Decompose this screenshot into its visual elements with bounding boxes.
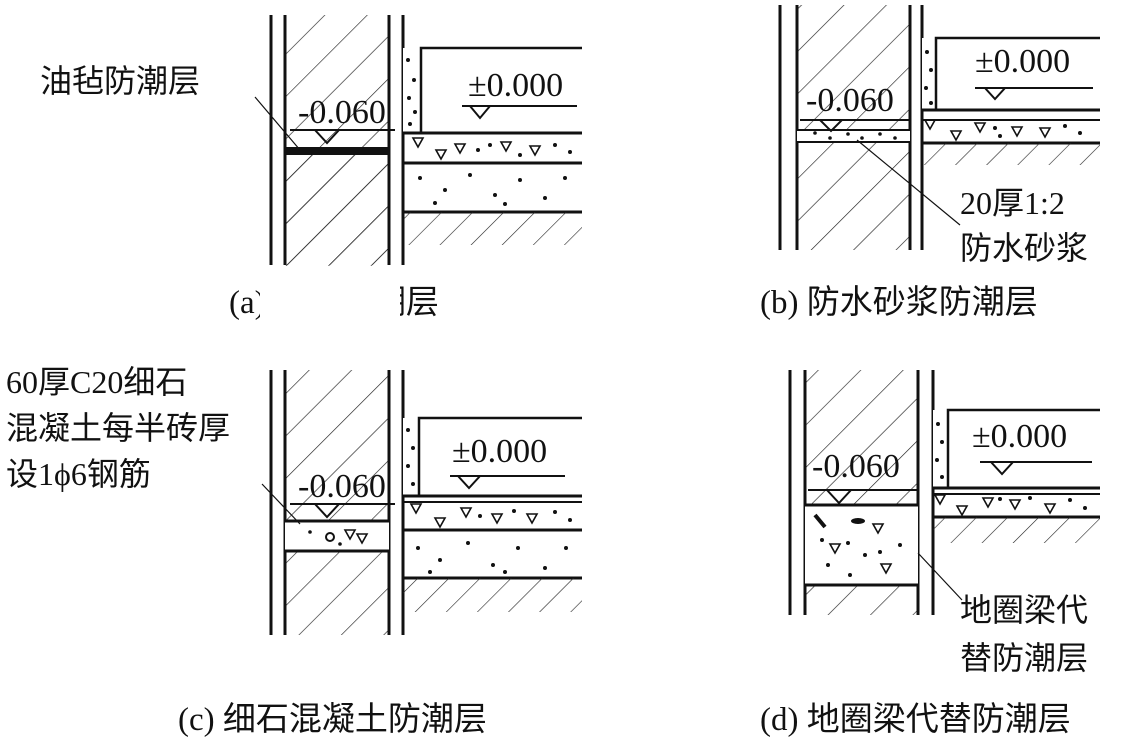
earth-hatch: [922, 143, 1100, 165]
skirting-line: [417, 416, 582, 496]
leader-line: [261, 483, 301, 525]
floor-level-marker: [988, 461, 1016, 476]
skirting-line: [946, 408, 1100, 488]
panel-caption: (c) 细石混凝土防潮层: [178, 701, 487, 738]
note-label: 设1ϕ6钢筋: [6, 456, 151, 492]
dpc-layer: [285, 147, 389, 155]
floor-level-label: ±0.000: [972, 418, 1067, 455]
floor-level-marker: [467, 105, 493, 120]
skirting-line: [934, 36, 1100, 110]
panel-b: -0.060 ±0.000 20厚1:2 防水砂浆 (b) 防水砂浆防潮层: [760, 5, 1100, 321]
panel-caption: (b) 防水砂浆防潮层: [760, 284, 1038, 321]
panel-caption: (d) 地圈梁代替防潮层: [760, 701, 1071, 738]
floor-level-marker: [982, 87, 1008, 101]
floor-level-label: ±0.000: [468, 67, 563, 104]
plaster-zone: [403, 48, 421, 133]
plaster-dots: [406, 428, 415, 486]
leader-line: [254, 96, 301, 151]
panel-a: ±0.000 -0.060 油毡防潮层 (a) 油毡防潮层: [40, 15, 582, 636]
plaster-dots: [406, 58, 417, 126]
note-label: 替防潮层: [960, 640, 1088, 676]
note-label: 混凝土每半砖厚: [6, 410, 230, 446]
dpc-level-label: -0.060: [298, 468, 386, 505]
dpc-level-label: -0.060: [806, 82, 894, 119]
panel-c: -0.060 ±0.000 60厚C20细石 混凝土每半砖厚 设1ϕ6钢筋 (c…: [6, 364, 582, 738]
concrete-aggregate: [412, 137, 572, 160]
plaster-dots: [924, 50, 933, 105]
wall-hatch: [285, 370, 389, 635]
concrete-aggregate: [410, 503, 572, 528]
note-label: 油毡防潮层: [40, 63, 200, 99]
wall-hatch: [797, 5, 910, 250]
earth-hatch: [403, 578, 582, 612]
panel-d: -0.060 ±0.000 地圈梁代 替防潮层 (d) 地圈梁代替防潮层: [760, 370, 1100, 738]
skirting-line: [419, 46, 582, 133]
leader-line: [917, 552, 963, 601]
earth-hatch: [933, 517, 1100, 543]
dpc-level-label: -0.060: [298, 94, 386, 131]
note-label: 20厚1:2: [960, 185, 1065, 221]
dpc-level-label: -0.060: [812, 448, 900, 485]
concrete-aggregate: [924, 119, 1082, 141]
mortar-dots: [813, 131, 897, 140]
floor-level-marker: [455, 475, 483, 490]
rebar: [308, 529, 368, 546]
earth-hatch: [403, 212, 582, 245]
floor-level-label: ±0.000: [975, 43, 1070, 80]
note-label: 60厚C20细石: [6, 364, 187, 400]
floor-level-label: ±0.000: [452, 433, 547, 470]
leader-line: [856, 139, 961, 226]
note-label: 地圈梁代: [960, 592, 1088, 628]
gravel-dots: [418, 173, 567, 206]
plaster-dots: [935, 422, 944, 479]
concrete-aggregate: [934, 494, 1087, 516]
panel-a-lower-wall: [269, 155, 405, 265]
beam-aggregate: [813, 513, 902, 577]
gravel-dots: [416, 541, 568, 574]
note-label: 防水砂浆: [960, 230, 1088, 266]
